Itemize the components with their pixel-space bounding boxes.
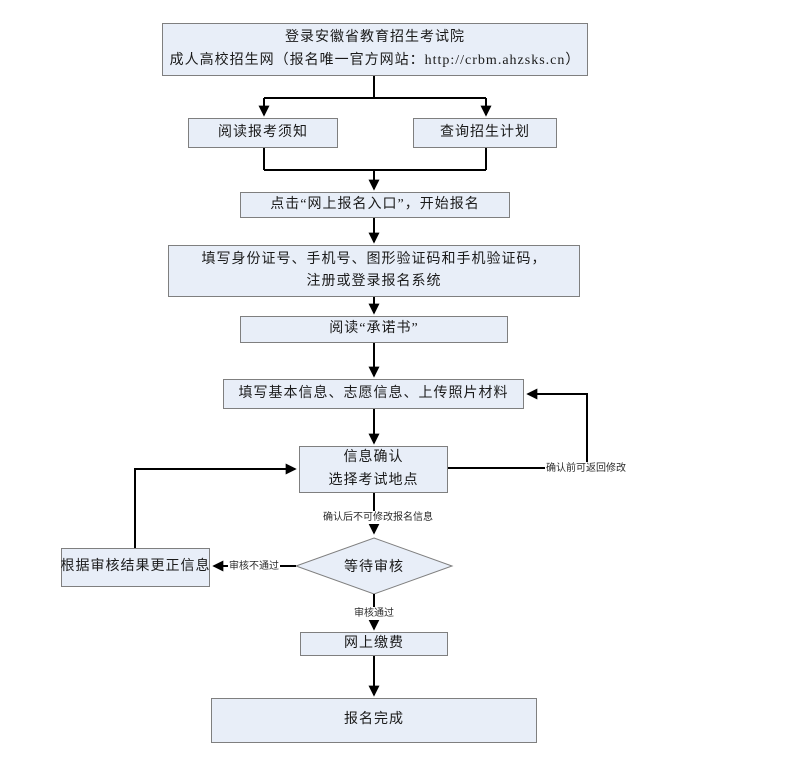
node-correct-info-label: 根据审核结果更正信息: [60, 559, 211, 575]
node-read-notice: 阅读报考须知: [188, 118, 338, 148]
node-login-line2: 成人高校招生网（报名唯一官方网站：http://crbm.ahzsks.cn）: [169, 52, 581, 68]
node-confirm-line2: 选择考试地点: [328, 472, 419, 488]
node-query-plan: 查询招生计划: [413, 118, 557, 148]
node-register-line1: 填写身份证号、手机号、图形验证码和手机验证码，: [201, 251, 547, 267]
node-complete-label: 报名完成: [344, 712, 404, 728]
node-login-website: 登录安徽省教育招生考试院 成人高校招生网（报名唯一官方网站：http://crb…: [162, 23, 588, 76]
node-read-notice-label: 阅读报考须知: [218, 124, 308, 140]
node-pay-online-label: 网上缴费: [344, 635, 404, 651]
edge-correct-to-confirm: [134, 463, 297, 548]
edge-label-review-passed: 审核通过: [353, 607, 395, 620]
edge-label-review-failed: 审核不通过: [228, 560, 280, 573]
node-click-entry: 点击“网上报名入口”，开始报名: [240, 192, 510, 218]
node-wait-review-label: 等待审核: [344, 560, 404, 575]
node-complete: 报名完成: [211, 698, 537, 743]
edge-return-modify-loop: [448, 388, 588, 469]
node-read-promise: 阅读“承诺书”: [240, 316, 508, 343]
node-wait-review: 等待审核: [296, 552, 452, 580]
node-confirm-info: 信息确认 选择考试地点: [299, 446, 448, 493]
node-confirm-line1: 信息确认: [343, 450, 404, 466]
node-click-entry-label: 点击“网上报名入口”，开始报名: [270, 196, 480, 212]
node-register-line2: 注册或登录报名系统: [306, 274, 442, 289]
node-fill-info-label: 填写基本信息、志愿信息、上传照片材料: [238, 385, 509, 401]
node-login-line1: 登录安徽省教育招生考试院: [285, 30, 465, 46]
node-register-login-system: 填写身份证号、手机号、图形验证码和手机验证码， 注册或登录报名系统: [168, 245, 580, 297]
node-pay-online: 网上缴费: [300, 632, 448, 656]
node-read-promise-label: 阅读“承诺书”: [329, 321, 419, 337]
node-fill-info: 填写基本信息、志愿信息、上传照片材料: [223, 379, 524, 409]
node-correct-info: 根据审核结果更正信息: [61, 548, 210, 587]
node-query-plan-label: 查询招生计划: [440, 124, 530, 140]
edge-label-no-modify-after-confirm: 确认后不可修改报名信息: [322, 511, 434, 524]
edge-label-return-modify: 确认前可返回修改: [545, 462, 627, 475]
